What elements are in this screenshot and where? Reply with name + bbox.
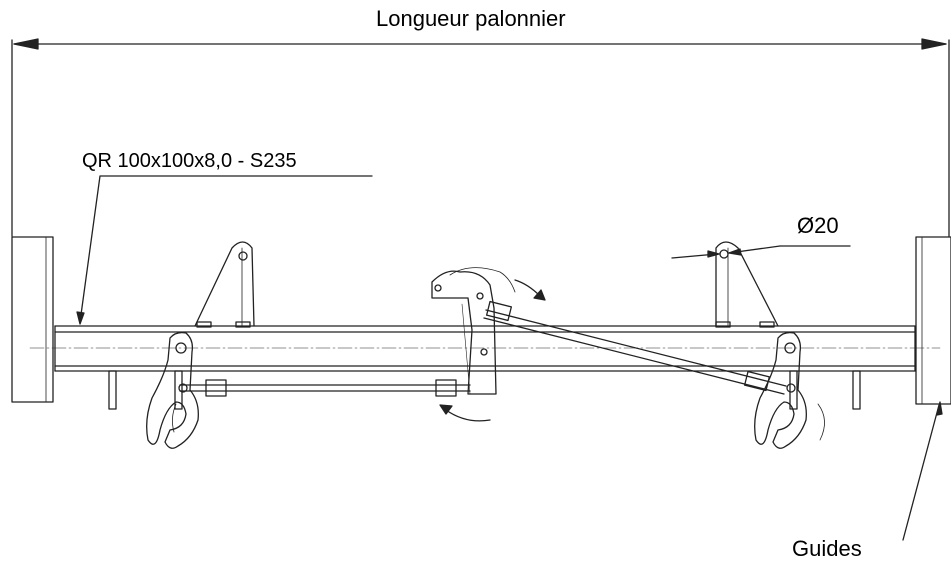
guides-label: Guides bbox=[792, 536, 862, 561]
diameter-leader bbox=[671, 245, 851, 259]
lifting-lug-left bbox=[194, 241, 255, 328]
guide-pins bbox=[108, 370, 861, 410]
pin-diameter-label: Ø20 bbox=[797, 213, 839, 238]
lifting-lug-right bbox=[715, 241, 779, 328]
profile-leader bbox=[76, 175, 373, 325]
guide-plate-right bbox=[915, 236, 951, 405]
length-dimension bbox=[11, 38, 950, 237]
rotation-arrows bbox=[439, 279, 546, 422]
main-beam bbox=[29, 325, 941, 372]
guides-leader bbox=[902, 401, 943, 541]
guide-plate-left bbox=[11, 236, 54, 403]
hook-left bbox=[146, 331, 199, 449]
overall-length-label: Longueur palonnier bbox=[376, 6, 566, 31]
beam-profile-label: QR 100x100x8,0 - S235 bbox=[82, 150, 297, 172]
central-lever bbox=[431, 267, 516, 395]
hook-right bbox=[754, 331, 825, 449]
tie-rod-left bbox=[179, 379, 471, 397]
tie-rod-diagonal bbox=[483, 300, 787, 395]
